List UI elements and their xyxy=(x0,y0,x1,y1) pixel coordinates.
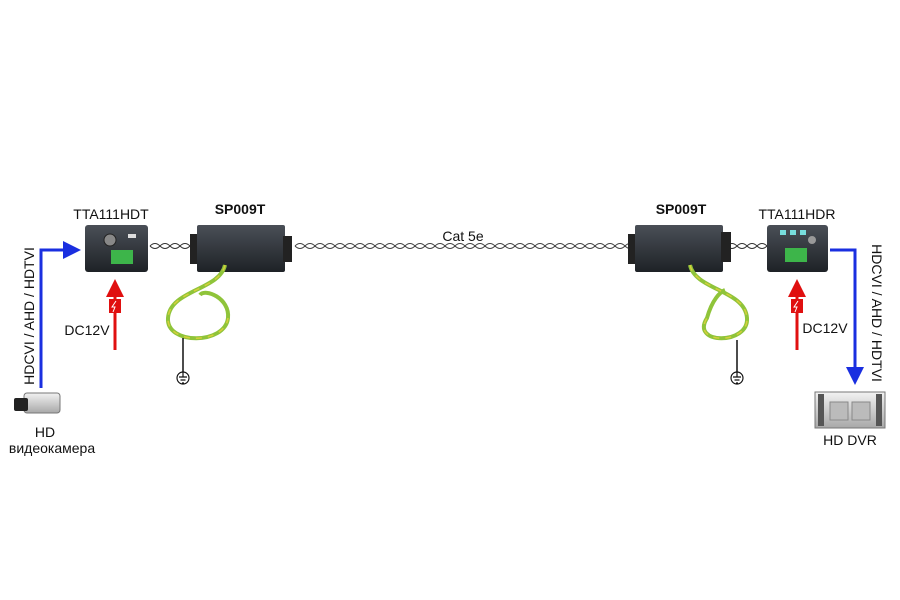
surge-left-label: SP009T xyxy=(214,201,266,217)
ground-cable-left xyxy=(165,264,231,372)
dvr-icon xyxy=(814,391,886,429)
dvr-label: HD DVR xyxy=(823,432,877,448)
camera-label-1: HD xyxy=(34,424,56,440)
camera-label-2: видеокамера xyxy=(8,440,96,456)
ground-icon-right xyxy=(730,371,744,385)
power-left-label: DC12V xyxy=(64,322,110,338)
ground-icon-left xyxy=(176,371,190,385)
cable-label: Cat 5e xyxy=(442,228,484,244)
twisted-pair-right xyxy=(726,243,768,249)
surge-right-label: SP009T xyxy=(655,201,707,217)
signal-left-label: HDCVI / AHD / HDTVI xyxy=(20,247,37,385)
ground-cable-right xyxy=(688,264,750,372)
power-icon-left xyxy=(109,299,121,313)
signal-right-label: HDCVI / AHD / HDTVI xyxy=(868,244,885,382)
tta111hdr-device xyxy=(767,225,828,272)
tta111hdt-device xyxy=(85,225,148,272)
signal-arrow-left xyxy=(39,241,81,388)
cat5e-cable xyxy=(294,243,636,249)
signal-arrow-right xyxy=(830,248,864,385)
sp009t-left-device xyxy=(190,225,292,272)
transmitter-label: TTA111HDT xyxy=(73,206,149,222)
power-right-label: DC12V xyxy=(802,320,848,336)
twisted-pair-left xyxy=(149,243,191,249)
camera-icon xyxy=(14,392,61,414)
power-icon-right xyxy=(791,299,803,313)
receiver-label: TTA111HDR xyxy=(758,206,836,222)
sp009t-right-device xyxy=(628,225,731,272)
